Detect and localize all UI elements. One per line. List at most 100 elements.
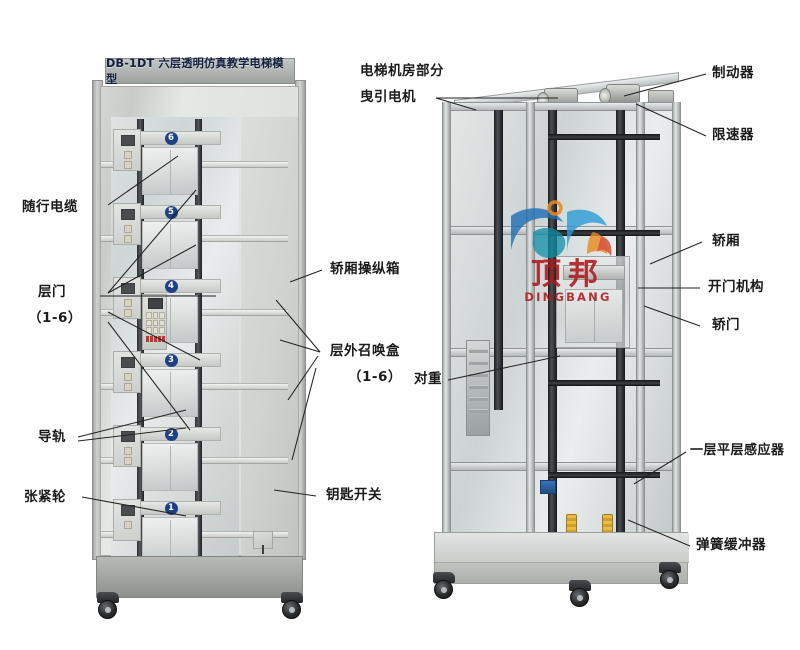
cop-key[interactable]: [159, 327, 165, 334]
caster-wheel: [98, 600, 117, 619]
callout-key-switch: 钥匙开关: [326, 487, 382, 503]
callout-speed-governor: 限速器: [712, 127, 754, 143]
caster-fork: [659, 562, 681, 573]
cop-key[interactable]: [146, 312, 152, 319]
cop-led: [162, 336, 165, 342]
caster-fork: [97, 592, 119, 603]
call-box-button-down-5[interactable]: [124, 235, 132, 243]
floor-marker-3: 3: [164, 353, 178, 367]
callout-guide-rail: 导轨: [38, 429, 66, 445]
cop-key[interactable]: [152, 327, 159, 334]
landing-call-box-floor-6[interactable]: [113, 129, 141, 171]
caster-fork: [281, 592, 303, 603]
support-crossbar-top: [548, 134, 660, 140]
counterweight-block: [469, 409, 488, 413]
right-unit-base-face: [435, 533, 689, 563]
cop-key[interactable]: [159, 312, 165, 319]
callout-car-door: 轿门: [712, 317, 740, 333]
call-box-button-down-2[interactable]: [124, 457, 132, 465]
landing-door-floor-5: [142, 221, 198, 269]
callout-tension-wheel: 张紧轮: [24, 489, 66, 505]
brake-unit: [599, 84, 640, 104]
door-operator-unit: [563, 265, 625, 280]
caster-wheel-right-front-mid: [568, 580, 592, 607]
cop-key[interactable]: [159, 319, 165, 327]
counterweight-block: [469, 349, 488, 353]
left-elevator-model-front-view: 6 5 4: [92, 57, 307, 619]
frame-beam-middle: [442, 348, 680, 357]
call-box-display-4: [121, 283, 135, 294]
call-box-button-up-1[interactable]: [124, 521, 132, 529]
floor-marker-6: 6: [164, 131, 178, 145]
landing-call-box-floor-2[interactable]: [113, 425, 141, 467]
call-box-display-5: [121, 209, 135, 220]
caster-wheel-right-rear: [658, 562, 682, 589]
frame-post-mid-right: [636, 102, 645, 554]
frame-post-front-right: [672, 102, 681, 554]
landing-call-box-floor-4[interactable]: [113, 277, 141, 319]
landing-door-floor-6: [142, 147, 198, 195]
right-unit-base: [434, 532, 689, 584]
first-floor-leveling-sensor-unit: [540, 480, 556, 494]
car-guide-rail-center: [548, 110, 557, 540]
caster-fork: [433, 572, 455, 583]
caster-wheel: [434, 580, 453, 599]
right-elevator-model-3d-view: [420, 72, 700, 607]
call-box-display-2: [121, 431, 135, 442]
support-crossbar-lower: [548, 472, 660, 478]
cop-key[interactable]: [152, 319, 159, 327]
caster-wheel-left-rear: [280, 592, 304, 619]
caster-fork: [569, 580, 591, 591]
landing-call-box-floor-3[interactable]: [113, 351, 141, 393]
key-switch-unit[interactable]: [253, 531, 273, 554]
frame-beam-top: [442, 102, 680, 111]
callout-car-operation-panel: 轿厢操纵箱: [330, 261, 400, 277]
cop-key[interactable]: [146, 319, 152, 327]
counterweight-unit: [466, 340, 490, 436]
counterweight-block: [469, 361, 488, 365]
call-box-button-up-3[interactable]: [124, 373, 132, 381]
cop-led: [150, 336, 153, 342]
landing-call-panel-column: [241, 117, 298, 583]
cop-key[interactable]: [152, 312, 159, 319]
floor-marker-4: 4: [164, 279, 178, 293]
cop-led: [146, 336, 149, 342]
callout-landing-call-box: 层外召唤盒: [330, 343, 400, 359]
call-box-button-down-6[interactable]: [124, 161, 132, 169]
callout-traction-motor: 曳引电机: [360, 89, 416, 105]
car-operation-panel-unit[interactable]: [142, 294, 167, 350]
caster-wheel-right-front-left: [432, 572, 456, 599]
caster-wheel: [570, 588, 589, 607]
frame-post-front-left: [442, 102, 451, 554]
call-box-button-up-6[interactable]: [124, 151, 132, 159]
call-box-button-up-5[interactable]: [124, 225, 132, 233]
car-beam-floor-2: 2: [121, 427, 221, 441]
car-beam-floor-6: 6: [121, 131, 221, 145]
call-box-button-up-2[interactable]: [124, 447, 132, 455]
call-box-button-down-4[interactable]: [124, 309, 132, 317]
floor-marker-1: 1: [164, 501, 178, 515]
callout-landing-call-box-range: （1-6）: [348, 369, 402, 385]
callout-first-floor-leveling-sensor: 一层平层感应器: [690, 443, 785, 458]
callout-door-operator: 开门机构: [708, 279, 764, 295]
car-guide-rail-left: [494, 110, 503, 410]
callout-counterweight: 对重: [414, 371, 442, 387]
call-box-button-down-3[interactable]: [124, 383, 132, 391]
landing-call-box-floor-5[interactable]: [113, 203, 141, 245]
frame-beam-lower: [442, 462, 680, 471]
floor-marker-2: 2: [164, 427, 178, 441]
frame-post-mid-left: [526, 102, 535, 554]
product-title-plate: DB-1DT 六层透明仿真教学电梯模型: [105, 57, 295, 86]
cop-keypad[interactable]: [146, 312, 165, 334]
call-box-display-3: [121, 357, 135, 368]
landing-door-floor-3: [142, 369, 198, 417]
left-unit-base: [96, 556, 303, 598]
guide-rail-right: [195, 119, 202, 579]
call-box-button-up-4[interactable]: [124, 299, 132, 307]
left-unit-cabinet-body: 6 5 4: [100, 86, 299, 583]
caster-wheel-left-front: [96, 592, 120, 619]
callout-spring-buffer: 弹簧缓冲器: [696, 537, 766, 553]
call-box-display-6: [121, 135, 135, 146]
callout-landing-door: 层门: [38, 284, 66, 300]
